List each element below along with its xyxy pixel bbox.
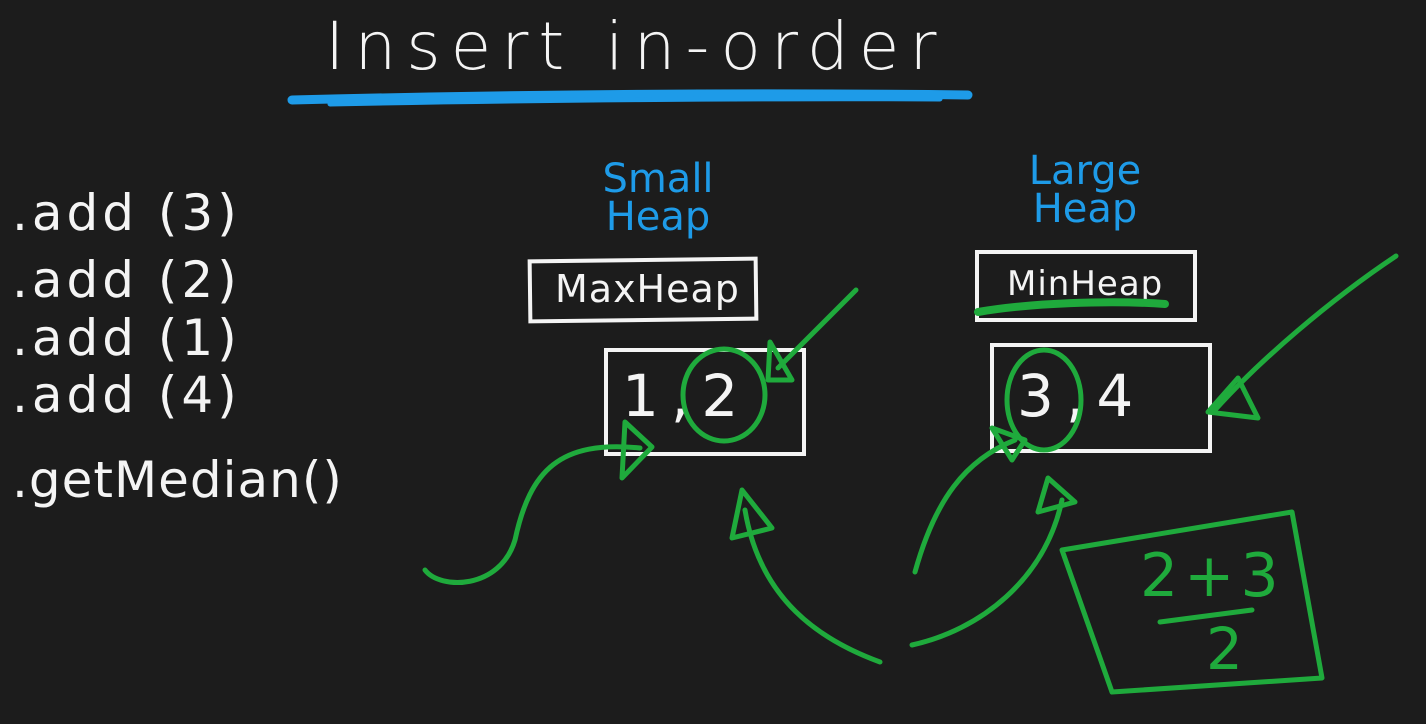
operation-add-2: .add (2) [12,251,241,309]
operation-add-1: .add (1) [12,309,241,367]
arrow-to-small-heap-1 [422,444,643,585]
small-heap-values: 1,2 [622,362,751,430]
median-fraction-bar [1157,607,1255,625]
arrowhead-large-heap-3 [1205,375,1261,421]
median-denominator: 2 [1206,615,1243,683]
small-heap-label-line1: Small [602,156,714,202]
large-heap-label-line2: Heap [1032,186,1138,232]
arrow-to-large-heap-1 [909,497,1065,648]
arrowhead-circled-2 [765,339,795,383]
arrowhead-small-heap-2 [729,487,775,541]
large-heap-label-line1: Large [1028,148,1142,194]
operation-add-3: .add (3) [12,184,241,242]
large-heap-label: Large Heap [985,148,1185,232]
arrow-to-small-heap-2 [742,507,883,665]
minheap-underline [974,298,1169,316]
diagram-title: Insert in-order [325,8,947,85]
large-heap-type-box [975,250,1197,322]
small-heap-type: MaxHeap [555,267,740,311]
small-heap-label-line2: Heap [605,194,711,240]
arrowhead-small-heap-1 [619,419,655,481]
arrow-to-large-heap-2 [912,437,1018,575]
operation-get-median: .getMedian() [12,451,343,509]
arrowhead-large-heap-1 [1035,475,1078,515]
arrow-to-circled-2 [775,287,859,371]
arrow-to-large-heap-3 [1212,253,1399,413]
small-heap-values-box [604,348,806,456]
operation-add-4: .add (4) [12,366,241,424]
arrowhead-large-heap-2 [989,425,1028,463]
small-heap-label: Small Heap [558,156,758,240]
circle-around-2 [680,346,768,444]
large-heap-type: MinHeap [1007,264,1164,304]
circle-around-3 [1004,347,1084,453]
large-heap-values-box [990,343,1212,453]
title-underline-2 [327,96,943,107]
title-underline [287,89,973,105]
median-formula-box [1059,509,1325,695]
median-numerator: 2+3 [1140,541,1285,611]
